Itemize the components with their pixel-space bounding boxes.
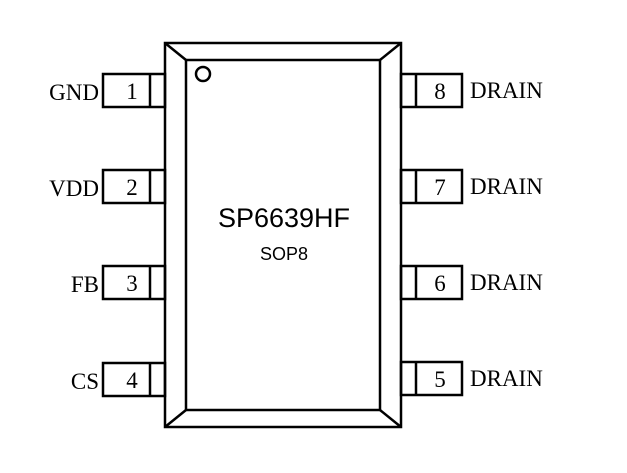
pin-label: CS: [71, 369, 99, 394]
pin-lead: [399, 168, 464, 205]
pin-1: 1 GND: [49, 72, 167, 109]
outer-package-outline: [163, 41, 403, 429]
pin-label: GND: [49, 80, 99, 105]
pin-number: 7: [434, 175, 446, 200]
package-name: SOP8: [260, 244, 308, 264]
pin-3: 3 FB: [71, 264, 167, 301]
pin-2: 2 VDD: [49, 168, 167, 205]
pin-label: DRAIN: [470, 78, 543, 103]
pin-8: 8 DRAIN: [399, 72, 543, 109]
pin-lead: [399, 264, 464, 301]
pin-5: 5 DRAIN: [399, 360, 543, 397]
pin-number: 3: [126, 271, 138, 296]
pin-lead: [399, 72, 464, 109]
bevel-top-right: [379, 42, 402, 61]
pin-lead: [101, 168, 167, 205]
pin-number: 5: [434, 367, 446, 392]
pin-number: 8: [434, 79, 446, 104]
inner-package-outline: [184, 58, 382, 412]
pin-number: 1: [126, 79, 138, 104]
pin-label: DRAIN: [470, 270, 543, 295]
ic-body: [163, 41, 403, 429]
pin-label: DRAIN: [470, 366, 543, 391]
pin-number: 2: [126, 175, 138, 200]
pin1-marker-icon: [194, 65, 212, 83]
pin-label: FB: [71, 272, 99, 297]
pin-label: DRAIN: [470, 174, 543, 199]
pin-lead: [399, 360, 464, 397]
bevel-top-left: [164, 42, 187, 61]
pin-6: 6 DRAIN: [399, 264, 543, 301]
chip-name: SP6639HF: [218, 203, 350, 233]
bevel-bottom-right: [379, 409, 402, 428]
pin-number: 4: [126, 368, 138, 393]
bevel-bottom-left: [164, 409, 187, 428]
pin-4: 4 CS: [71, 361, 167, 398]
pin-label: VDD: [49, 176, 99, 201]
pin-number: 6: [434, 271, 446, 296]
pin-lead: [101, 72, 167, 109]
pin-lead: [101, 264, 167, 301]
pin-lead: [101, 361, 167, 398]
pin-7: 7 DRAIN: [399, 168, 543, 205]
